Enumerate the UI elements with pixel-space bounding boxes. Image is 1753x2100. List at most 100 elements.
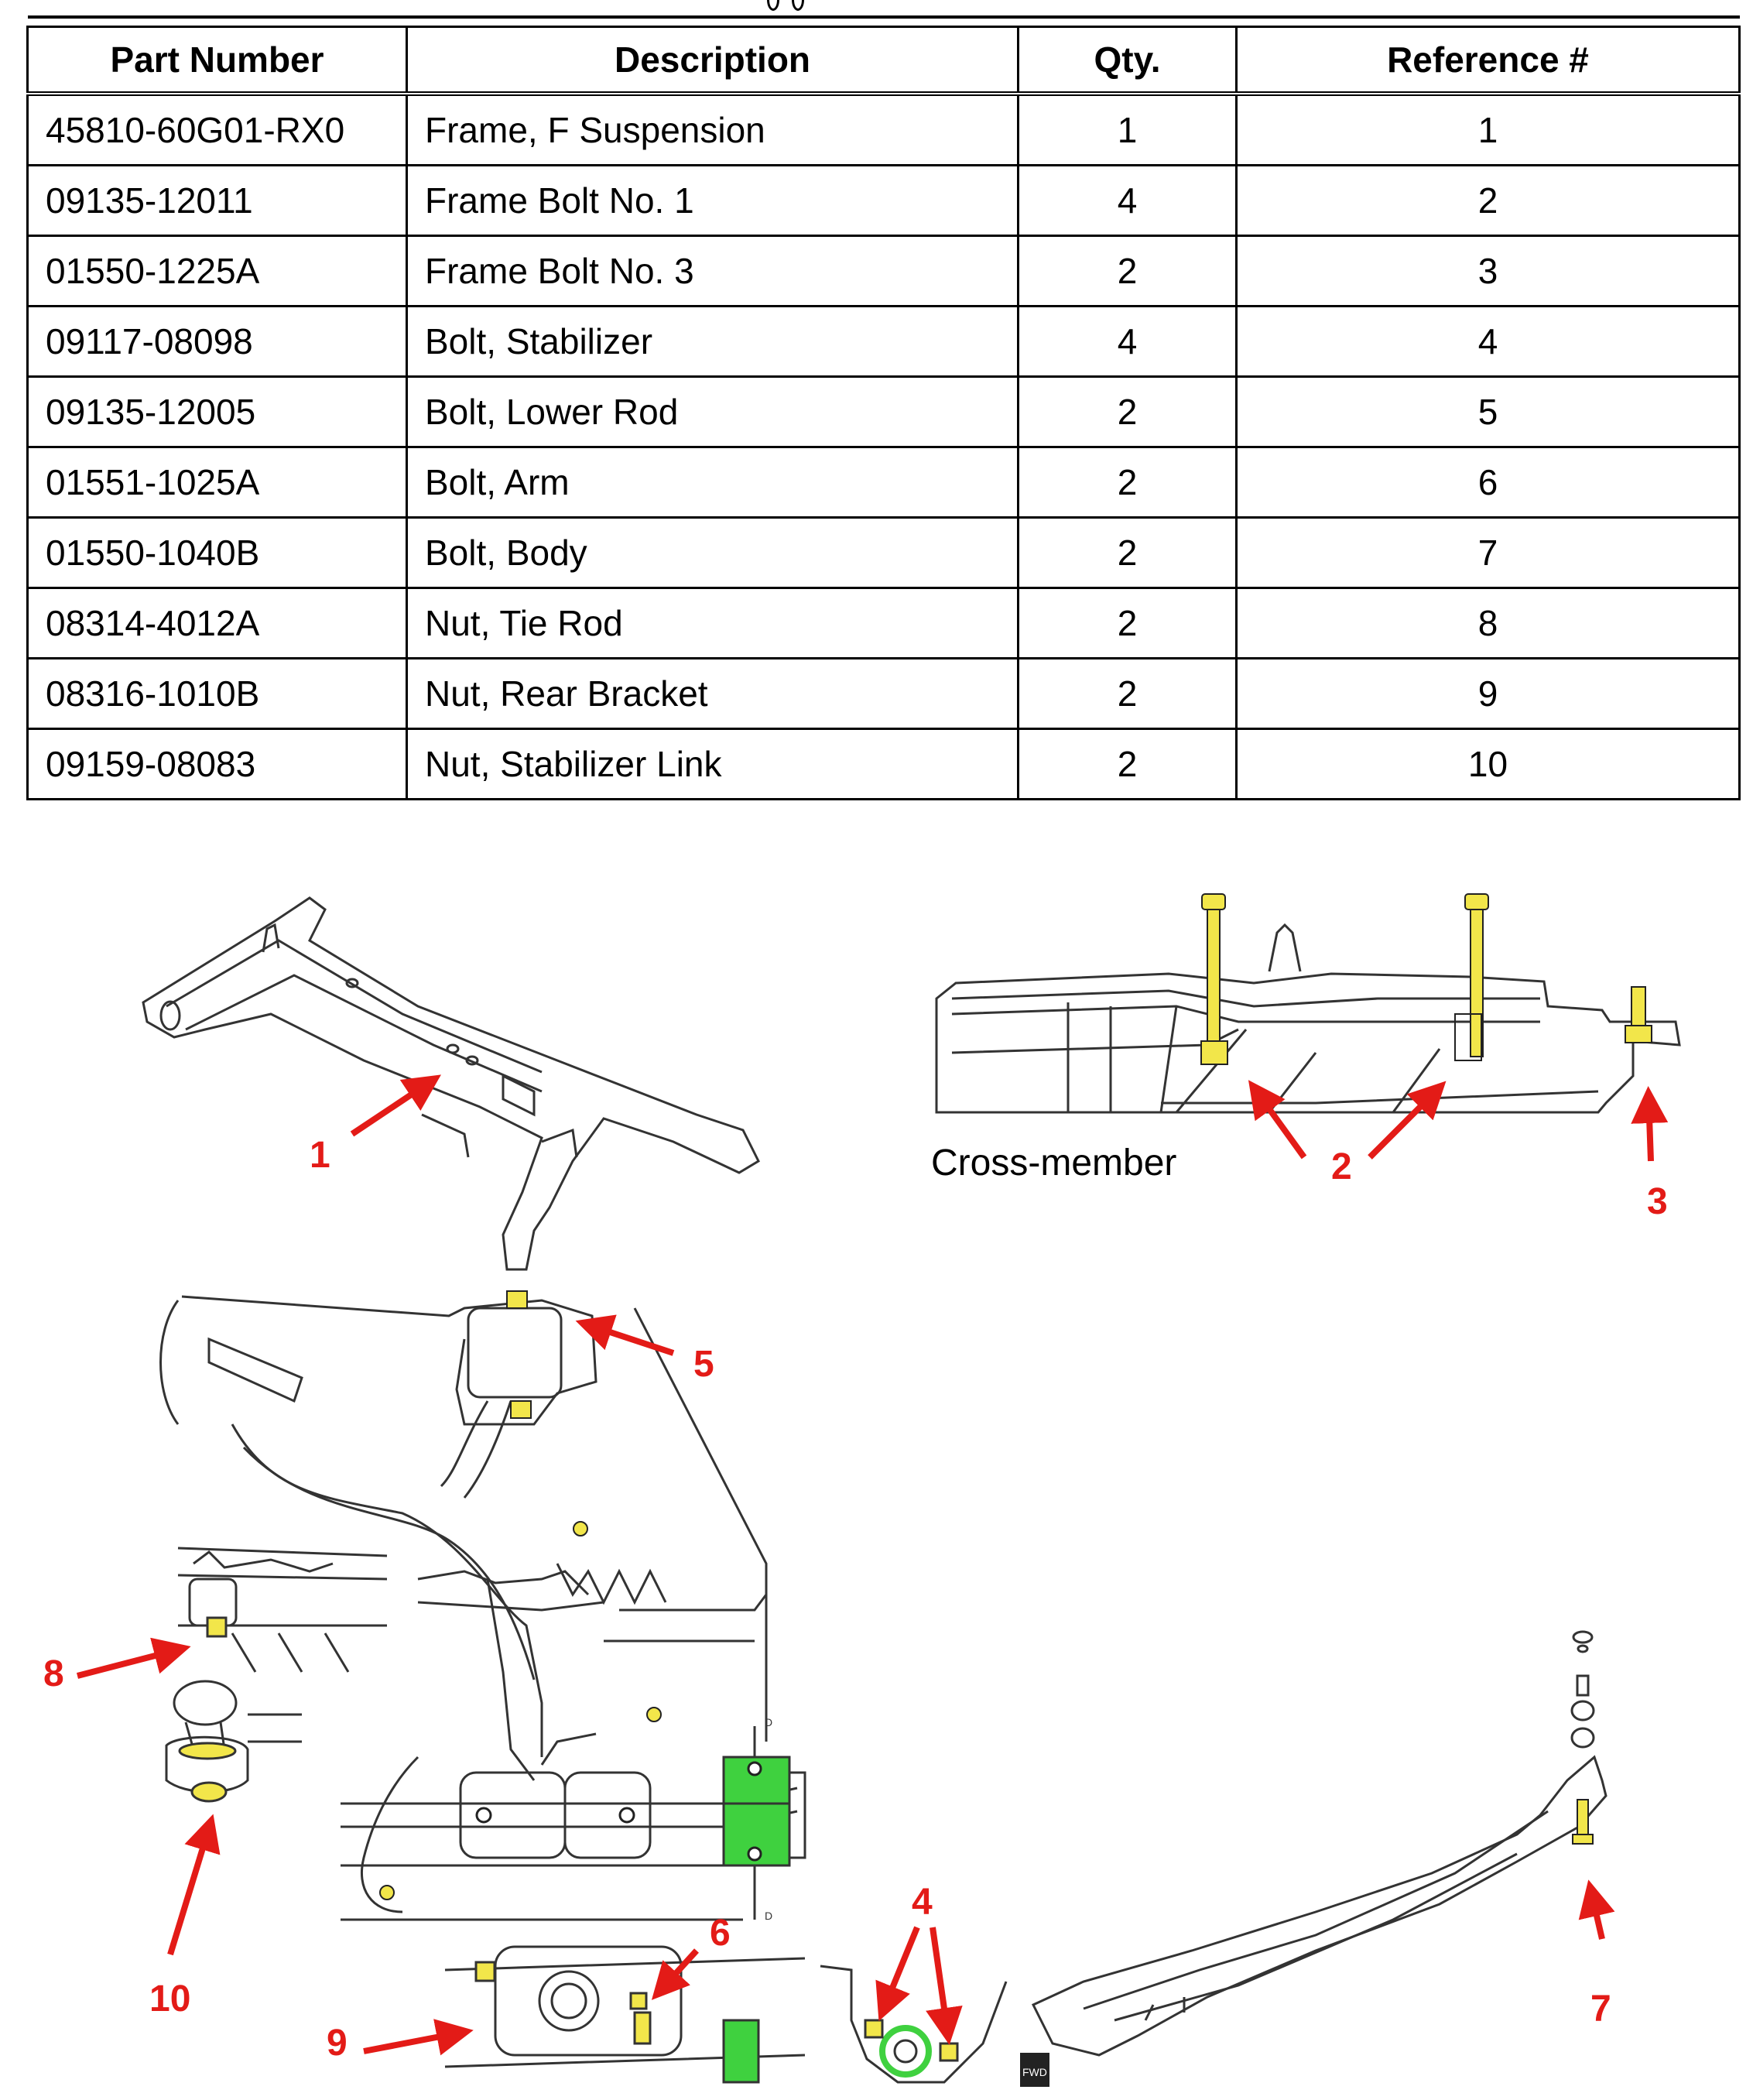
table-row: 09135-12011 Frame Bolt No. 1 4 2 [26, 164, 1741, 237]
description-cell: Bolt, Body [406, 516, 1019, 589]
qty-cell: 2 [1017, 235, 1238, 307]
description-cell: Frame Bolt No. 1 [406, 164, 1019, 237]
table-row: 09135-12005 Bolt, Lower Rod 2 5 [26, 375, 1741, 448]
arrow-3 [1631, 1086, 1669, 1162]
callout-5: 5 [693, 1344, 714, 1385]
table-header-row: Part Number Description Qty. Reference # [26, 26, 1741, 95]
description-cell: Bolt, Stabilizer [406, 305, 1019, 378]
callout-7: 7 [1590, 1989, 1611, 2030]
part-number-cell: 01550-1225A [26, 235, 408, 307]
lower-rod-bolt-icons [379, 1290, 662, 1900]
marker-d-bottom: D [765, 1910, 772, 1922]
cross-member-caption: Cross-member [931, 1142, 1177, 1184]
description-cell: Frame Bolt No. 3 [406, 235, 1019, 307]
arrow-1 [350, 1074, 441, 1137]
callout-arrows [76, 1074, 1669, 2056]
tie-rod-end-drawing [177, 1547, 388, 1673]
marker-d-labels: D D [765, 1716, 772, 1922]
table-row: 08316-1010B Nut, Rear Bracket 2 9 [26, 657, 1741, 730]
description-cell: Bolt, Arm [406, 446, 1019, 519]
top-header-fragment [762, 0, 809, 11]
description-cell: Bolt, Lower Rod [406, 375, 1019, 448]
cross-member-drawing [935, 923, 1681, 1114]
header-part-number: Part Number [26, 26, 408, 95]
description-cell: Frame, F Suspension [406, 92, 1019, 166]
part-number-cell: 01551-1025A [26, 446, 408, 519]
marker-d-top: D [765, 1716, 772, 1728]
qty-cell: 4 [1017, 164, 1238, 237]
qty-cell: 2 [1017, 516, 1238, 589]
table-row: 01551-1025A Bolt, Arm 2 6 [26, 446, 1741, 519]
reference-cell: 10 [1235, 728, 1741, 800]
stabilizer-bushing-icon [475, 1761, 762, 1862]
table-row: 45810-60G01-RX0 Frame, F Suspension 1 1 [26, 92, 1741, 166]
qty-cell: 2 [1017, 446, 1238, 519]
body-cross-bar-drawing [1031, 1630, 1607, 2057]
part-number-cell: 08316-1010B [26, 657, 408, 730]
fwd-arrow-icon: FWD [1020, 2053, 1049, 2087]
qty-cell: 2 [1017, 375, 1238, 448]
stabilizer-link-drawing [165, 1680, 302, 1803]
table-row: 09117-08098 Bolt, Stabilizer 4 4 [26, 305, 1741, 378]
qty-cell: 2 [1017, 728, 1238, 800]
body-bolt-icon [1572, 1799, 1594, 1845]
part-number-cell: 09159-08083 [26, 728, 408, 800]
qty-cell: 1 [1017, 92, 1238, 166]
callout-2: 2 [1331, 1146, 1352, 1187]
part-number-cell: 09135-12011 [26, 164, 408, 237]
top-rule [28, 15, 1740, 19]
arrow-5 [575, 1314, 675, 1356]
reference-cell: 4 [1235, 305, 1741, 378]
reference-cell: 6 [1235, 446, 1741, 519]
table-row: 01550-1040B Bolt, Body 2 7 [26, 516, 1741, 589]
reference-cell: 2 [1235, 164, 1741, 237]
header-reference: Reference # [1235, 26, 1741, 95]
fwd-label: FWD [1022, 2066, 1047, 2078]
description-cell: Nut, Stabilizer Link [406, 728, 1019, 800]
qty-cell: 2 [1017, 657, 1238, 730]
suspension-arm-drawing [159, 1295, 806, 1921]
callout-4: 4 [912, 1882, 933, 1923]
stabilizer-bracket-drawing [820, 1965, 1008, 2084]
table-row: 01550-1225A Frame Bolt No. 3 2 3 [26, 235, 1741, 307]
reference-cell: 7 [1235, 516, 1741, 589]
frame-bolt-no1-front-icon [1200, 893, 1228, 1065]
part-number-cell: 45810-60G01-RX0 [26, 92, 408, 166]
reference-cell: 3 [1235, 235, 1741, 307]
table-row: 08314-4012A Nut, Tie Rod 2 8 [26, 587, 1741, 659]
part-number-cell: 09117-08098 [26, 305, 408, 378]
callout-6: 6 [710, 1913, 731, 1954]
callout-10: 10 [149, 1978, 191, 2019]
parts-table: Part Number Description Qty. Reference #… [26, 26, 1741, 800]
header-qty: Qty. [1017, 26, 1238, 95]
arrow-8 [76, 1637, 191, 1679]
rear-bracket-drawing [444, 1945, 806, 2084]
table-row: 09159-08083 Nut, Stabilizer Link 2 10 [26, 728, 1741, 800]
arrow-6 [651, 1948, 699, 2000]
part-number-cell: 09135-12005 [26, 375, 408, 448]
arrow-10 [167, 1814, 221, 1956]
reference-cell: 9 [1235, 657, 1741, 730]
qty-cell: 2 [1017, 587, 1238, 659]
reference-cell: 5 [1235, 375, 1741, 448]
description-cell: Nut, Tie Rod [406, 587, 1019, 659]
arrow-4-left [875, 1926, 920, 2022]
arrow-7 [1578, 1879, 1615, 1940]
header-description: Description [406, 26, 1019, 95]
callout-8: 8 [43, 1653, 64, 1694]
qty-cell: 4 [1017, 305, 1238, 378]
frame-bolt-no3-icon [1625, 986, 1652, 1043]
callout-1: 1 [310, 1135, 330, 1176]
part-number-cell: 08314-4012A [26, 587, 408, 659]
reference-cell: 8 [1235, 587, 1741, 659]
frame-bolt-no1-rear-icon [1454, 893, 1489, 1061]
part-number-cell: 01550-1040B [26, 516, 408, 589]
reference-cell: 1 [1235, 92, 1741, 166]
front-suspension-frame-drawing [142, 896, 760, 1271]
arrow-4-right [926, 1927, 963, 2045]
arrow-2-right [1368, 1081, 1447, 1160]
arrow-2-left [1248, 1080, 1307, 1160]
callout-9: 9 [327, 2023, 348, 2064]
callout-3: 3 [1647, 1181, 1668, 1222]
